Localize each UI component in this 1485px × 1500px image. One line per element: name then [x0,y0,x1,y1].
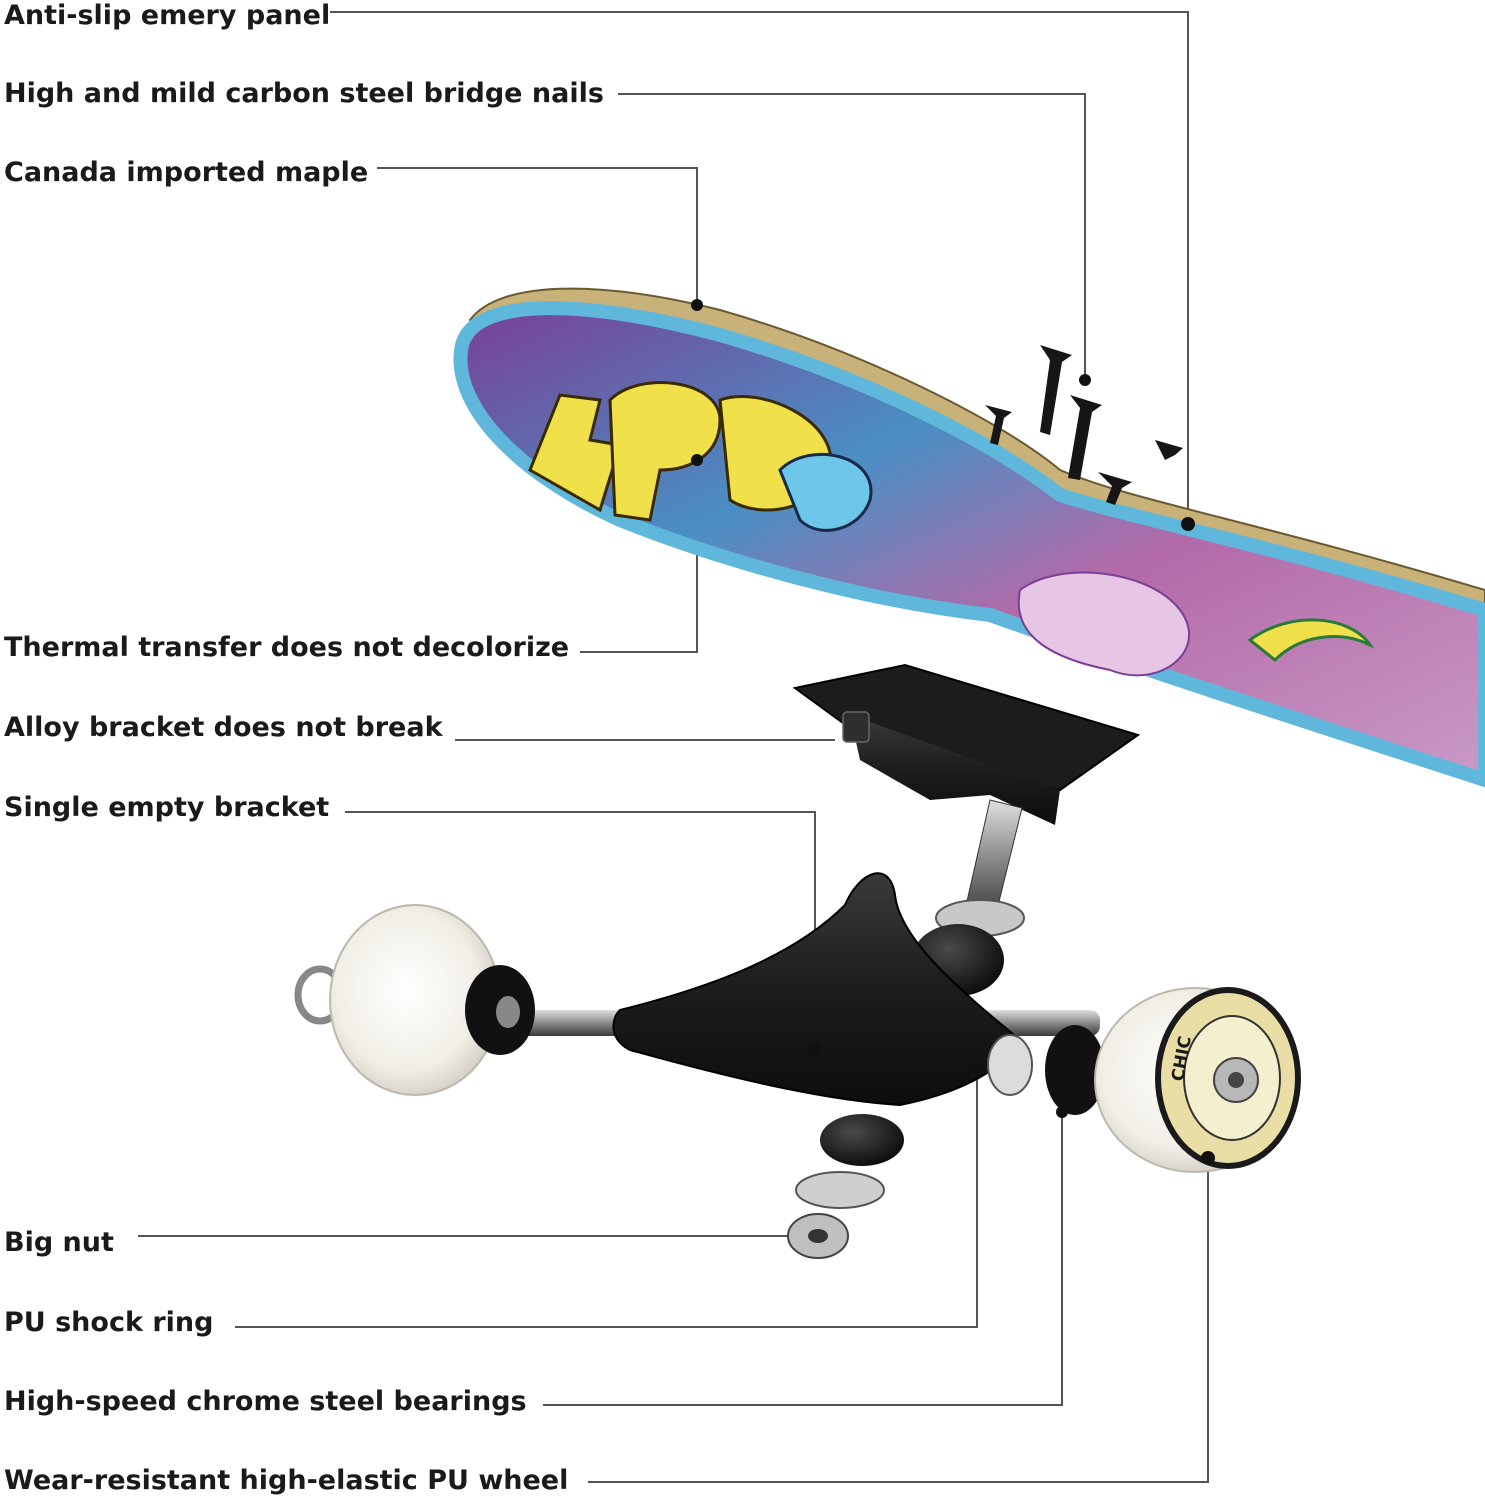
label-canada-maple: Canada imported maple [4,157,369,188]
leader-pu-ring [235,1062,978,1328]
nail-4 [1098,472,1132,505]
leader-maple [377,167,698,305]
nail-3 [985,405,1012,445]
right-wheel-bearing [1045,1025,1105,1115]
graffiti-letter-1 [528,393,622,513]
label-thermal-transfer: Thermal transfer does not decolorize [4,632,570,663]
truck-hanger [380,872,1100,1107]
graffiti-cloud [1017,571,1190,677]
nail-5 [1155,440,1183,460]
label-alloy-bracket: Alloy bracket does not break [4,712,443,743]
leader-bridge-nails [618,93,1086,380]
label-pu-wheel: Wear-resistant high-elastic PU wheel [4,1465,569,1496]
label-chrome-steel-bearings: High-speed chrome steel bearings [4,1386,527,1417]
label-pu-shock-ring: PU shock ring [4,1307,214,1338]
callout-dot-wheel [1201,1151,1215,1165]
leader-lines [138,11,1209,1483]
nail-2 [1068,395,1102,480]
callout-dot-anti-slip [1181,517,1195,531]
big-nut-hole [808,1229,828,1243]
label-anti-slip-emery-panel: Anti-slip emery panel [4,0,331,31]
callout-dot-thermal [691,454,703,466]
leader-anti-slip [330,11,1189,524]
graffiti-letter-4 [778,453,873,532]
leader-bearings [543,1112,1063,1406]
label-single-empty-bracket: Single empty bracket [4,792,330,823]
bottom-bushing-assembly [787,1114,904,1259]
right-wheel: CHIC [1045,987,1301,1173]
hanger-body [612,872,1022,1107]
graffiti-swirl [1247,618,1375,663]
right-wheel-hub-hole [1228,1072,1244,1088]
bottom-washer [795,1171,885,1209]
nail-1 [1040,345,1072,435]
baseplate-body [850,715,1060,825]
callout-dot-bracket [808,1041,822,1055]
baseplate-emblem [842,711,870,743]
graffiti-letter-2 [608,381,722,522]
left-wheel-bearing-inner [496,996,520,1028]
left-wheel [294,904,535,1096]
callout-dot-nails [1079,374,1091,386]
baseplate-bracket [792,663,1141,825]
leader-pu-wheel [588,1158,1209,1483]
pivot-cup [987,1034,1033,1096]
bridge-nails [985,345,1183,505]
callout-dot-pu-ring [972,1057,982,1067]
callout-dot-bearings [1056,1106,1068,1118]
bottom-bushing [820,1114,904,1166]
callout-dot-maple [691,299,703,311]
label-big-nut: Big nut [4,1227,114,1258]
label-bridge-nails: High and mild carbon steel bridge nails [4,78,604,109]
skateboard-deck [453,287,1485,788]
